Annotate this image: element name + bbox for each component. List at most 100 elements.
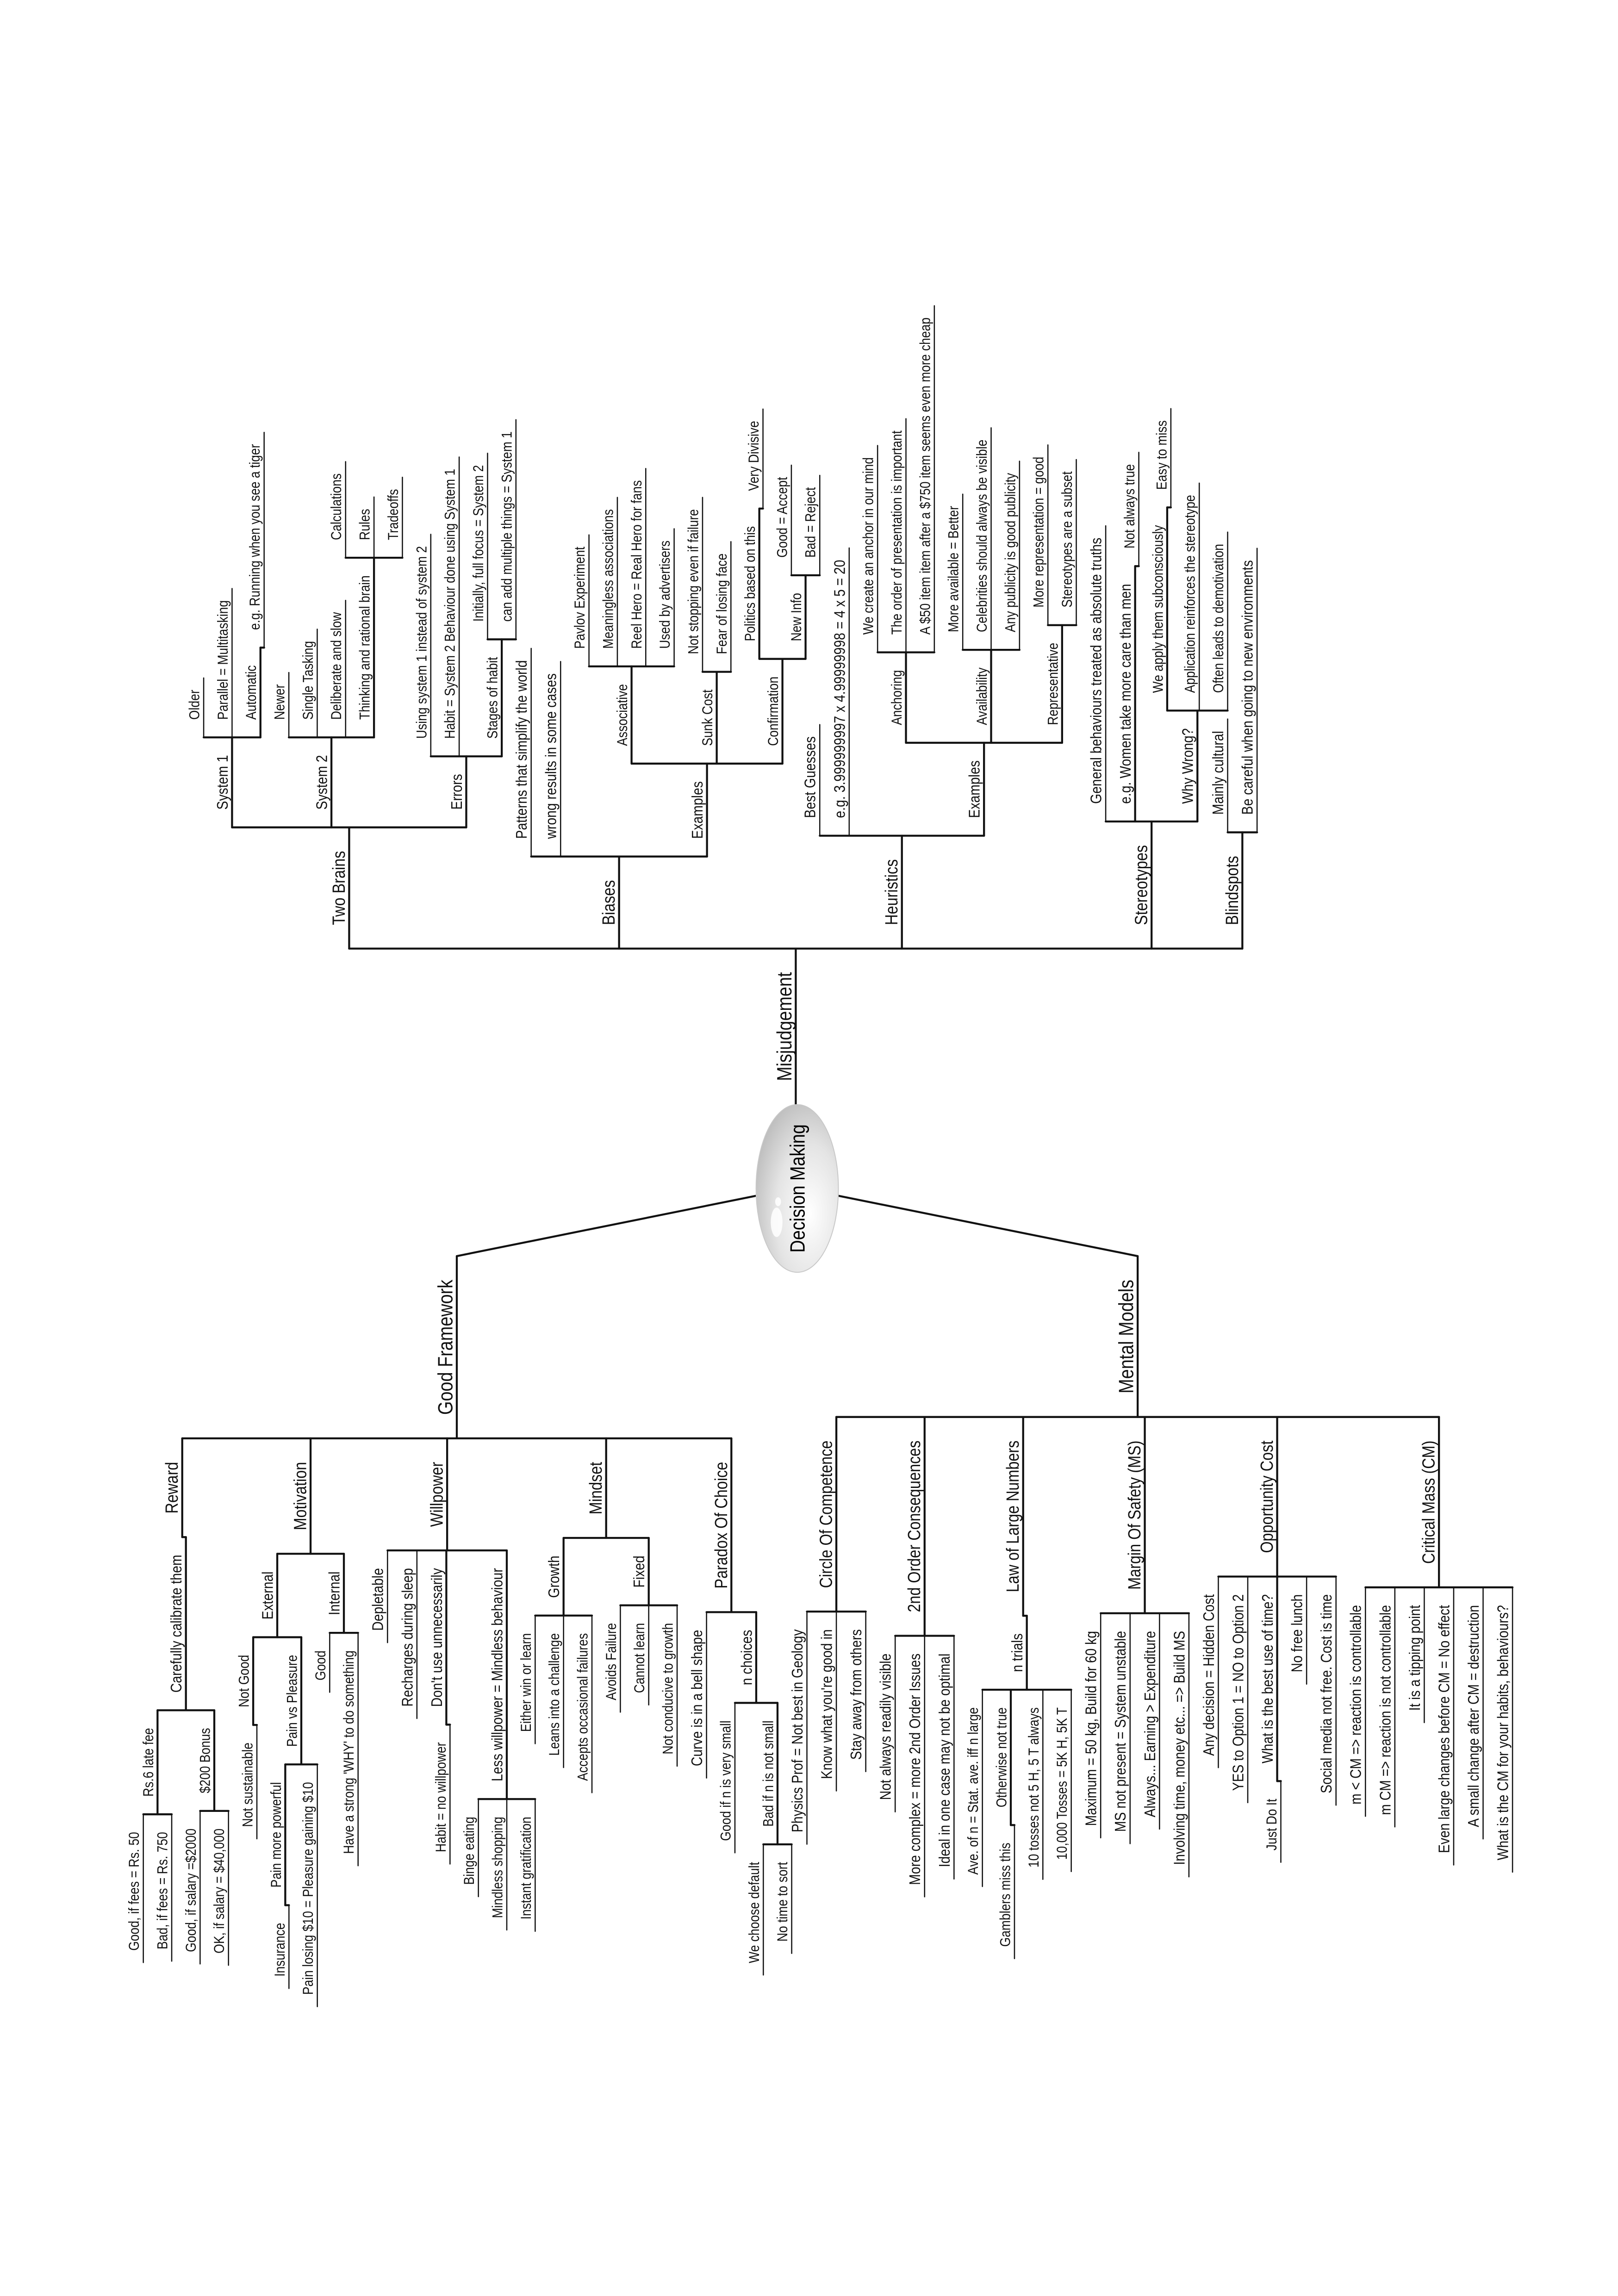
node-social-media-not-free-cost-is-time: Social media not free. Cost is time <box>1318 1594 1335 1793</box>
node-be-careful-when-going-to-new-environment: Be careful when going to new environment… <box>1238 560 1256 815</box>
node-it-is-a-tipping-point: It is a tipping point <box>1406 1605 1424 1711</box>
node-good: Good <box>313 1650 329 1680</box>
node-bad-if-n-is-not-small: Bad if n is not small <box>760 1721 776 1827</box>
node-otherwise-not-true: Otherwise not true <box>994 1707 1010 1807</box>
node-no-free-lunch: No free lunch <box>1288 1594 1306 1673</box>
node-single-tasking: Single Tasking <box>300 641 316 720</box>
node-ideal-in-one-case-may-not-be-optimal: Ideal in one case may not be optimal <box>936 1654 953 1867</box>
central-topic: Decision Making <box>755 1104 839 1273</box>
node-2nd-order-consequences: 2nd Order Consequences <box>905 1441 924 1612</box>
node-always-earning-expenditure: Always... Earning > Expenditure <box>1141 1631 1159 1817</box>
node-law-of-large-numbers: Law of Large Numbers <box>1003 1441 1023 1593</box>
node-a-small-change-after-cm-destruction: A small change after CM = destruction <box>1465 1605 1482 1827</box>
node-tradeoffs: Tradeoffs <box>386 489 401 540</box>
node-deliberate-and-slow: Deliberate and slow <box>329 612 344 720</box>
node-stages-of-habit: Stages of habit <box>485 657 501 739</box>
node-general-behaviours-treated-as-absolute-t: General behaviours treated as absolute t… <box>1087 538 1105 804</box>
node-good-accept: Good = Accept <box>774 477 790 558</box>
node-ok-if-salary-40-000: OK, if salary = $40,000 <box>212 1829 227 1954</box>
node-stereotypes: Stereotypes <box>1132 845 1151 925</box>
node-a-50-item-item-after-a-750-item-seems-ev: A $50 item item after a $750 item seems … <box>917 317 933 635</box>
central-link-mental-models <box>837 1195 1139 1257</box>
node-fear-of-losing-face: Fear of losing face <box>714 554 730 654</box>
node-any-decision-hidden-cost: Any decision = Hidden Cost <box>1200 1594 1218 1755</box>
node-two-brains: Two Brains <box>329 851 348 925</box>
node-just-do-it: Just Do It <box>1264 1799 1280 1851</box>
node-celebrities-should-always-be-visible: Celebrities should always be visible <box>974 440 990 632</box>
mind-map-canvas: Decision Making Misjudgement Two Brains Sy… <box>126 305 1514 2007</box>
node-know-what-you-re-good-in: Know what you're good in <box>818 1629 835 1779</box>
node-mental-models: Mental Models <box>1115 1280 1138 1394</box>
node-gamblers-miss-this: Gamblers miss this <box>997 1843 1013 1947</box>
node-older: Older <box>187 690 203 720</box>
connectors <box>142 305 1514 2007</box>
node-binge-eating: Binge eating <box>461 1817 477 1885</box>
node-newer: Newer <box>272 684 288 720</box>
node-more-complex-more-2nd-order-issues: More complex = more 2nd Order Issues <box>906 1654 924 1885</box>
node-examples: Examples <box>965 760 983 818</box>
node-rules: Rules <box>357 509 373 540</box>
node-m-cm-reaction-is-controllable: m < CM => reaction is controllable <box>1347 1605 1365 1804</box>
node-pain-more-powerful: Pain more powerful <box>268 1782 284 1887</box>
node-circle-of-competence: Circle Of Competence <box>816 1441 836 1588</box>
node-we-create-an-anchor-in-our-mind: We create an anchor in our mind <box>861 457 877 635</box>
node-meaningless-associations: Meaningless associations <box>600 509 616 649</box>
node-stay-away-from-others: Stay away from others <box>847 1629 865 1760</box>
node-willpower: Willpower <box>427 1462 447 1527</box>
node-errors: Errors <box>448 774 466 809</box>
node-mindset: Mindset <box>586 1462 606 1515</box>
node-less-willpower-mindless-behaviour: Less willpower = Mindless behaviour <box>488 1568 506 1781</box>
central-topic-label: Decision Making <box>786 1124 809 1252</box>
node-not-sustainable: Not sustainable <box>240 1742 256 1827</box>
node-200-bonus: $200 Bonus <box>198 1728 213 1793</box>
node-external: External <box>259 1571 276 1619</box>
node-confirmation: Confirmation <box>765 677 781 746</box>
node-system-2: System 2 <box>313 755 330 809</box>
node-critical-mass-cm: Critical Mass (CM) <box>1419 1441 1438 1564</box>
node-politics-based-on-this: Politics based on this <box>742 526 758 641</box>
node-patterns-that-simplify-the-world: Patterns that simplify the world <box>513 660 530 839</box>
node-not-stopping-even-if-failure: Not stopping even if failure <box>685 509 701 654</box>
node-calculations: Calculations <box>329 473 344 540</box>
node-used-by-advertisers: Used by advertisers <box>657 541 673 649</box>
node-misjudgement: Misjudgement <box>773 972 796 1081</box>
node-don-t-use-unnecessarily: Don't use unnecessarily <box>428 1568 446 1707</box>
node-e-g-women-take-more-care-than-men: e.g. Women take more care than men <box>1117 584 1134 804</box>
node-more-available-better: More available = Better <box>946 506 962 632</box>
node-biases: Biases <box>599 880 619 925</box>
node-any-publicity-is-good-publicity: Any publicity is good publicity <box>1002 473 1018 632</box>
node-insurance: Insurance <box>272 1923 288 1977</box>
bubble-highlight-small <box>775 1197 781 1207</box>
node-accepts-occasional-failures: Accepts occasional failures <box>575 1633 591 1781</box>
bubble-highlight <box>771 1207 783 1237</box>
node-carefully-calibrate-them: Carefully calibrate them <box>168 1555 185 1692</box>
node-initially-full-focus-system-2: Initially, full focus = System 2 <box>471 465 486 622</box>
node-yes-to-option-1-no-to-option-2: YES to Option 1 = NO to Option 2 <box>1229 1594 1247 1791</box>
node-heuristics: Heuristics <box>882 859 902 925</box>
node-physics-prof-not-best-in-geology: Physics Prof = Not best in Geology <box>789 1629 806 1832</box>
node-representative: Representative <box>1045 643 1061 725</box>
node-have-a-strong-why-to-do-something: Have a strong 'WHY' to do something <box>341 1650 357 1854</box>
node-the-order-of-presentation-is-important: The order of presentation is important <box>889 430 905 635</box>
node-we-apply-them-subconsciously: We apply them subconsciously <box>1150 525 1166 693</box>
node-more-representation-good: More representation = good <box>1031 457 1047 608</box>
node-wrong-results-in-some-cases: wrong results in some cases <box>542 673 560 840</box>
node-motivation: Motivation <box>291 1462 310 1531</box>
node-fixed: Fixed <box>630 1556 648 1587</box>
node-application-reinforces-the-stereotype: Application reinforces the stereotype <box>1182 495 1198 693</box>
node-often-leads-to-demotivation: Often leads to demotivation <box>1211 544 1226 693</box>
node-best-guesses: Best Guesses <box>802 736 819 818</box>
node-good-framework: Good Framework <box>434 1280 457 1415</box>
node-examples: Examples <box>689 781 706 839</box>
node-n-choices: n choices <box>738 1630 755 1686</box>
node-e-g-running-when-you-see-a-tiger: e.g. Running when you see a tiger <box>247 444 263 630</box>
node-bad-reject: Bad = Reject <box>803 487 819 558</box>
node-involving-time-money-etc-build-ms: Involving time, money etc... => Build MS <box>1170 1631 1188 1865</box>
node-curve-is-in-a-bell-shape: Curve is in a bell shape <box>688 1630 706 1767</box>
node-paradox-of-choice: Paradox Of Choice <box>711 1462 731 1589</box>
node-cannot-learn: Cannot learn <box>632 1623 647 1693</box>
node-availability: Availability <box>974 667 990 725</box>
node-not-always-true: Not always true <box>1122 464 1138 548</box>
node-m-cm-reaction-is-not-controllable: m CM => reaction is not controllable <box>1376 1605 1394 1815</box>
node-pavlov-experiment: Pavlov Experiment <box>572 547 588 649</box>
